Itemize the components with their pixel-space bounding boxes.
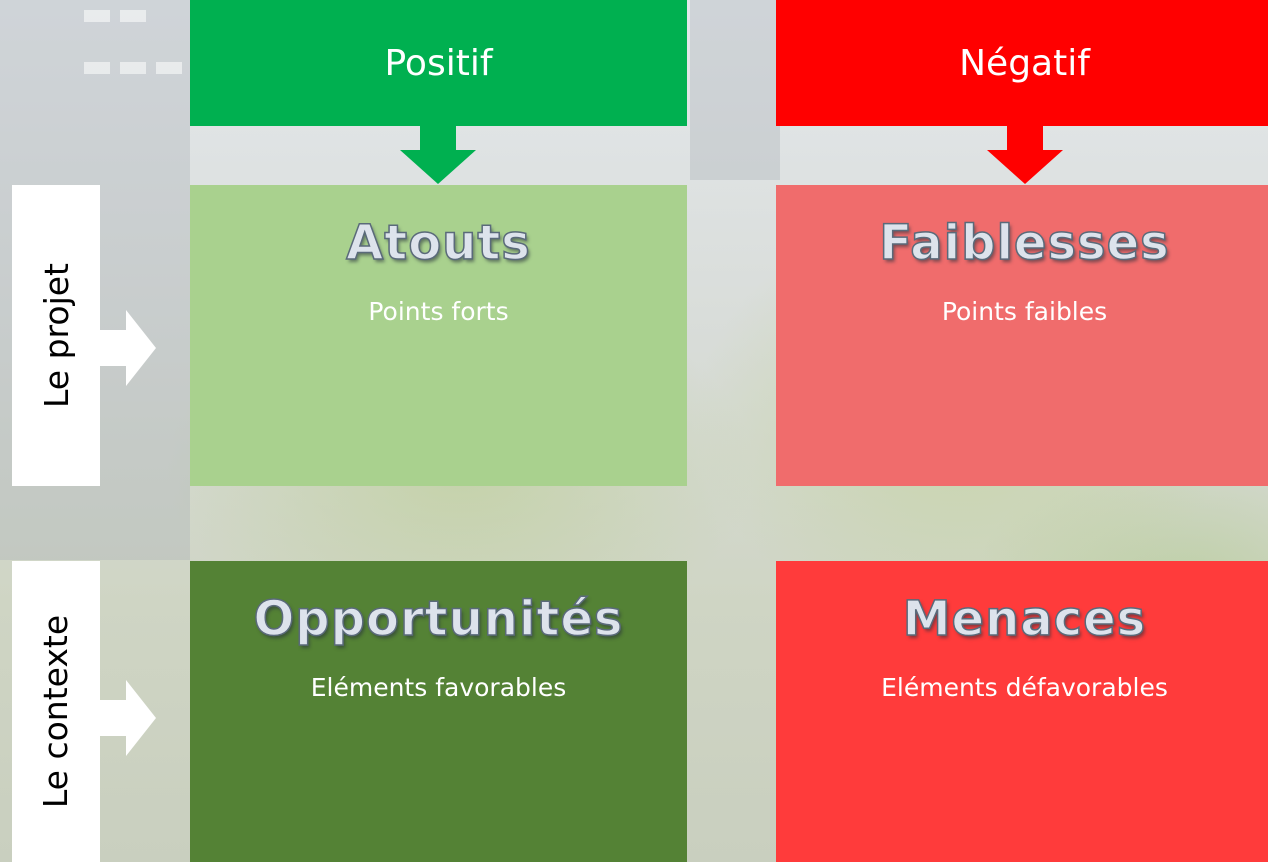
background-window <box>84 62 110 74</box>
positive-header-label: Positif <box>384 42 493 84</box>
background-window <box>120 10 146 22</box>
row-label-context-text: Le contexte <box>36 614 76 809</box>
row-label-context: Le contexte <box>12 561 100 862</box>
background-window <box>120 62 146 74</box>
background-window <box>156 62 182 74</box>
strengths-title: Atouts <box>345 214 531 272</box>
background-building-center <box>690 0 780 180</box>
quadrant-opportunities: Opportunités Eléments favorables <box>190 561 687 862</box>
quadrant-weaknesses: Faiblesses Points faibles <box>776 185 1268 486</box>
context-right-arrow <box>100 680 156 756</box>
row-label-project: Le projet <box>12 185 100 486</box>
weaknesses-subtitle: Points faibles <box>941 297 1108 326</box>
quadrant-strengths: Atouts Points forts <box>190 185 687 486</box>
strengths-subtitle: Points forts <box>368 297 509 326</box>
threats-title: Menaces <box>902 590 1147 648</box>
row-label-project-text: Le projet <box>36 263 76 408</box>
positive-down-arrow <box>400 126 476 184</box>
negative-header-label: Négatif <box>959 42 1090 84</box>
opportunities-subtitle: Eléments favorables <box>310 673 567 702</box>
quadrant-threats: Menaces Eléments défavorables <box>776 561 1268 862</box>
background-window <box>84 10 110 22</box>
opportunities-title: Opportunités <box>253 590 624 648</box>
weaknesses-title: Faiblesses <box>879 214 1170 272</box>
negative-header: Négatif <box>776 0 1268 126</box>
negative-down-arrow <box>987 126 1063 184</box>
project-right-arrow <box>100 310 156 386</box>
threats-subtitle: Eléments défavorables <box>881 673 1168 702</box>
positive-header: Positif <box>190 0 687 126</box>
